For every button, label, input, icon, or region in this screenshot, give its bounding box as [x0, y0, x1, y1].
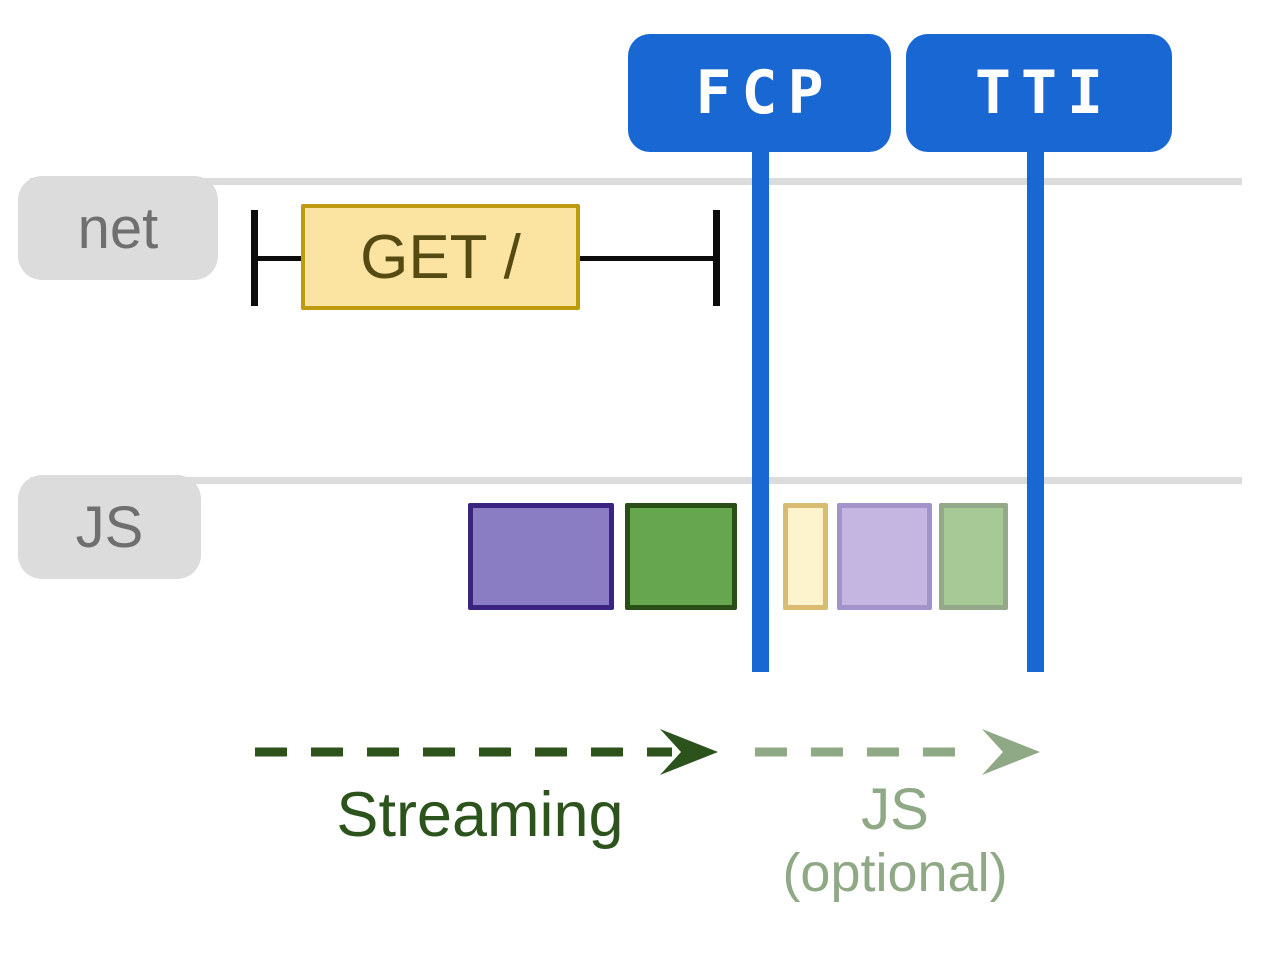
row-label-js: JS	[18, 475, 201, 579]
streaming-arrowhead	[660, 729, 718, 775]
tti-marker-line	[1027, 150, 1044, 672]
request-end-tick	[713, 210, 720, 306]
js-task-yellow-optional	[783, 503, 828, 610]
phase-arrows	[255, 729, 1040, 775]
network-request-label: GET /	[360, 222, 521, 292]
js-optional-caption-subtext: (optional)	[782, 842, 1008, 903]
tti-badge-label: TTI	[974, 58, 1114, 128]
js-optional-arrowhead	[982, 729, 1040, 775]
streaming-caption: Streaming	[240, 780, 720, 851]
row-label-net-text: net	[77, 195, 159, 261]
js-task-green-optional	[939, 503, 1008, 610]
js-optional-caption: JS (optional)	[760, 777, 1030, 903]
js-optional-caption-text: JS	[861, 777, 929, 842]
js-track-line	[30, 477, 1242, 484]
network-request-box: GET /	[301, 204, 580, 310]
js-task-green	[625, 503, 737, 610]
fcp-marker-line	[752, 150, 769, 672]
js-task-purple-optional	[837, 503, 932, 610]
row-label-js-text: JS	[75, 494, 144, 560]
fcp-badge: FCP	[628, 34, 891, 152]
fcp-badge-label: FCP	[695, 58, 834, 128]
js-task-row	[0, 503, 1272, 611]
tti-badge: TTI	[906, 34, 1172, 152]
streaming-caption-text: Streaming	[336, 780, 624, 850]
row-label-net: net	[18, 176, 218, 280]
js-task-purple	[468, 503, 614, 610]
net-track-line	[30, 178, 1242, 185]
